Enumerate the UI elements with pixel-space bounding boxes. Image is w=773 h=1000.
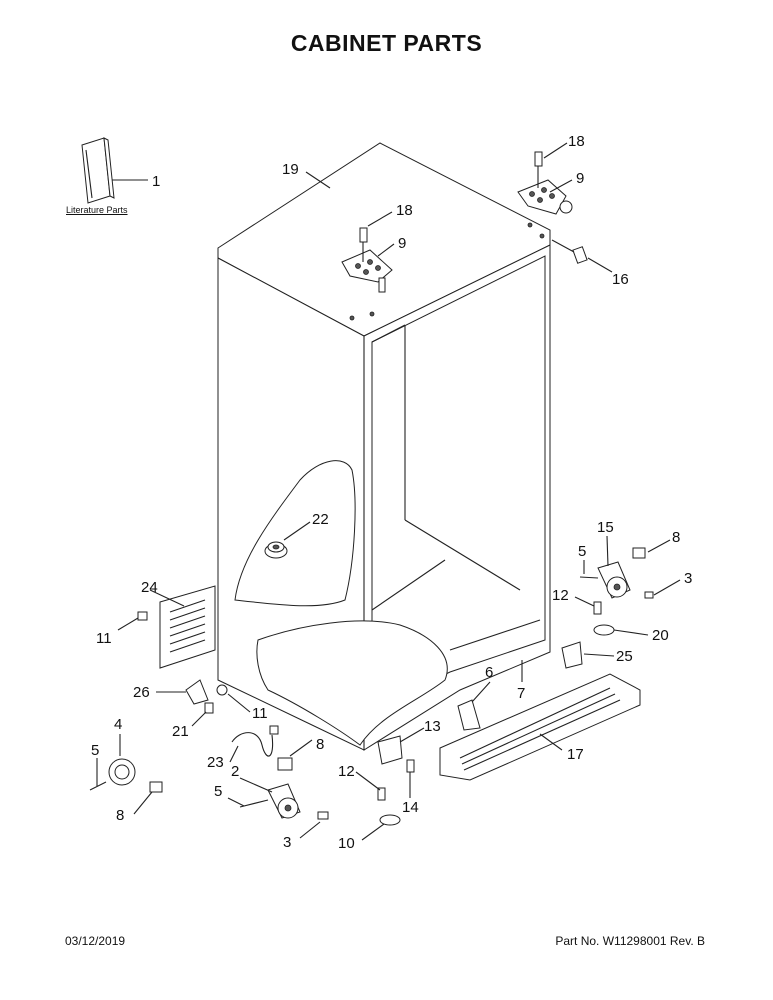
callout-13: 13 — [424, 718, 441, 735]
callout-16: 16 — [612, 271, 629, 288]
footer-date: 03/12/2019 — [65, 934, 126, 948]
leader-lines — [96, 142, 681, 841]
bracket-6 — [457, 699, 481, 731]
callout-6: 6 — [485, 664, 493, 681]
callout-12: 12 — [338, 763, 355, 780]
callout-10: 10 — [338, 835, 355, 852]
vent-panel — [137, 585, 216, 669]
callout-8: 8 — [672, 529, 680, 546]
callout-5: 5 — [214, 783, 222, 800]
callout-25: 25 — [616, 648, 633, 665]
roller-assembly-right — [561, 547, 654, 669]
callout-23: 23 — [207, 754, 224, 771]
callout-5: 5 — [91, 742, 99, 759]
callout-22: 22 — [312, 511, 329, 528]
callout-24: 24 — [141, 579, 158, 596]
callout-8: 8 — [116, 807, 124, 824]
callout-18: 18 — [396, 202, 413, 219]
page-title: CABINET PARTS — [290, 30, 483, 56]
callout-7: 7 — [517, 685, 525, 702]
leveler-26 — [185, 679, 228, 714]
stop-pin — [551, 239, 588, 264]
callout-11: 11 — [96, 630, 112, 647]
drain-tube-23 — [231, 725, 279, 757]
top-hinge-right — [517, 151, 573, 215]
callout-9: 9 — [576, 170, 584, 187]
grille-17 — [439, 673, 641, 781]
roller-assembly-left — [239, 757, 329, 820]
callout-3: 3 — [283, 834, 291, 851]
callout-15: 15 — [597, 519, 614, 536]
callout-5: 5 — [578, 543, 586, 560]
footer-part-number: Part No. W11298001 Rev. B — [555, 934, 705, 948]
callout-14: 14 — [402, 799, 419, 816]
roller-4 — [89, 758, 163, 793]
cabinet-body — [217, 142, 551, 751]
literature-parts-label: Literature Parts — [66, 205, 128, 215]
callout-19: 19 — [282, 161, 299, 178]
bracket-13-14 — [377, 735, 415, 826]
callout-8: 8 — [316, 736, 324, 753]
callout-4: 4 — [114, 716, 122, 733]
callout-2: 2 — [231, 763, 239, 780]
callout-21: 21 — [172, 723, 189, 740]
callout-1: 1 — [152, 173, 160, 190]
callout-11: 11 — [252, 705, 268, 722]
callout-17: 17 — [567, 746, 584, 763]
top-hinge-center — [341, 227, 393, 293]
callout-9: 9 — [398, 235, 406, 252]
callout-18: 18 — [568, 133, 585, 150]
callout-12: 12 — [552, 587, 569, 604]
literature-booklet — [81, 137, 115, 204]
callout-labels: 1 19 18 9 18 9 16 22 15 8 5 3 12 20 24 1… — [91, 133, 692, 852]
callout-26: 26 — [133, 684, 150, 701]
callout-3: 3 — [684, 570, 692, 587]
drain-grommet — [264, 541, 288, 559]
callout-20: 20 — [652, 627, 669, 644]
